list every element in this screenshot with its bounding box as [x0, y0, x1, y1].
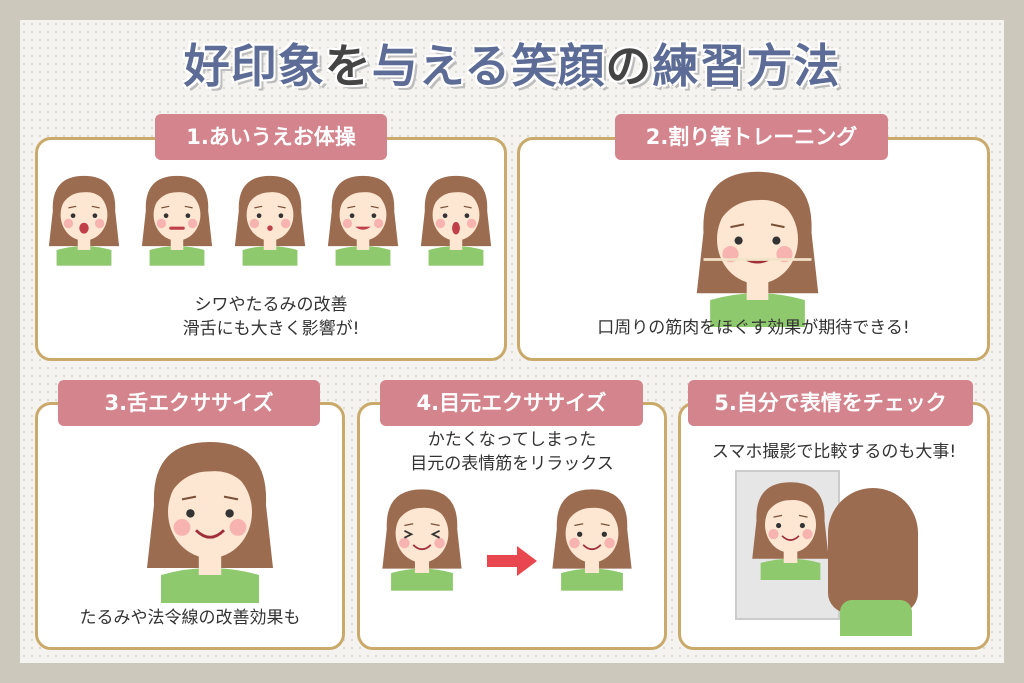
- woman-back-illustration: [828, 488, 918, 613]
- woman-illustration: [548, 485, 636, 595]
- caption-line: 目元の表情筋をリラックス: [410, 454, 614, 474]
- caption-line: シワやたるみの改善: [194, 295, 348, 315]
- section-2-label: 2.割り箸トレーニング: [615, 114, 888, 160]
- title-part: を: [324, 39, 372, 93]
- section-1-panel: [35, 137, 507, 361]
- arrow-right-icon: [487, 546, 537, 580]
- woman-illustration: [417, 172, 495, 270]
- section-2-caption: 口周りの筋肉をほぐす効果が期待できる!: [517, 316, 990, 340]
- woman-illustration: [231, 172, 309, 270]
- section-1-caption: シワやたるみの改善滑舌にも大きく影響が!: [35, 293, 507, 341]
- section-4-label: 4.目元エクササイズ: [380, 380, 643, 426]
- section-3-label: 3.舌エクササイズ: [58, 380, 320, 426]
- section-4-caption: かたくなってしまった目元の表情筋をリラックス: [357, 428, 667, 476]
- title-part: の: [605, 39, 653, 93]
- title-part: 好印象: [183, 39, 325, 93]
- woman-illustration: [45, 172, 123, 270]
- woman-illustration: [690, 165, 825, 331]
- shirt: [840, 600, 912, 636]
- woman-illustration: [748, 478, 833, 584]
- woman-illustration: [140, 435, 280, 607]
- caption-line: スマホ撮影で比較するのも大事!: [711, 442, 957, 462]
- caption-line: 口周りの筋肉をほぐす効果が期待できる!: [597, 318, 910, 338]
- title-part: 与える笑顔: [371, 39, 606, 93]
- woman-illustration: [138, 172, 216, 270]
- caption-line: たるみや法令線の改善効果も: [79, 608, 301, 628]
- section-5-label: 5.自分で表情をチェック: [688, 380, 973, 426]
- caption-line: かたくなってしまった: [427, 430, 597, 450]
- woman-illustration: [324, 172, 402, 270]
- caption-line: 滑舌にも大きく影響が!: [182, 319, 360, 339]
- page-title: 好印象を与える笑顔の練習方法: [0, 30, 1024, 96]
- section-1-label: 1.あいうえお体操: [155, 114, 387, 160]
- woman-illustration: [378, 485, 466, 595]
- section-5-caption: スマホ撮影で比較するのも大事!: [678, 440, 990, 464]
- section-3-caption: たるみや法令線の改善効果も: [35, 606, 345, 630]
- title-part: 練習方法: [652, 39, 841, 93]
